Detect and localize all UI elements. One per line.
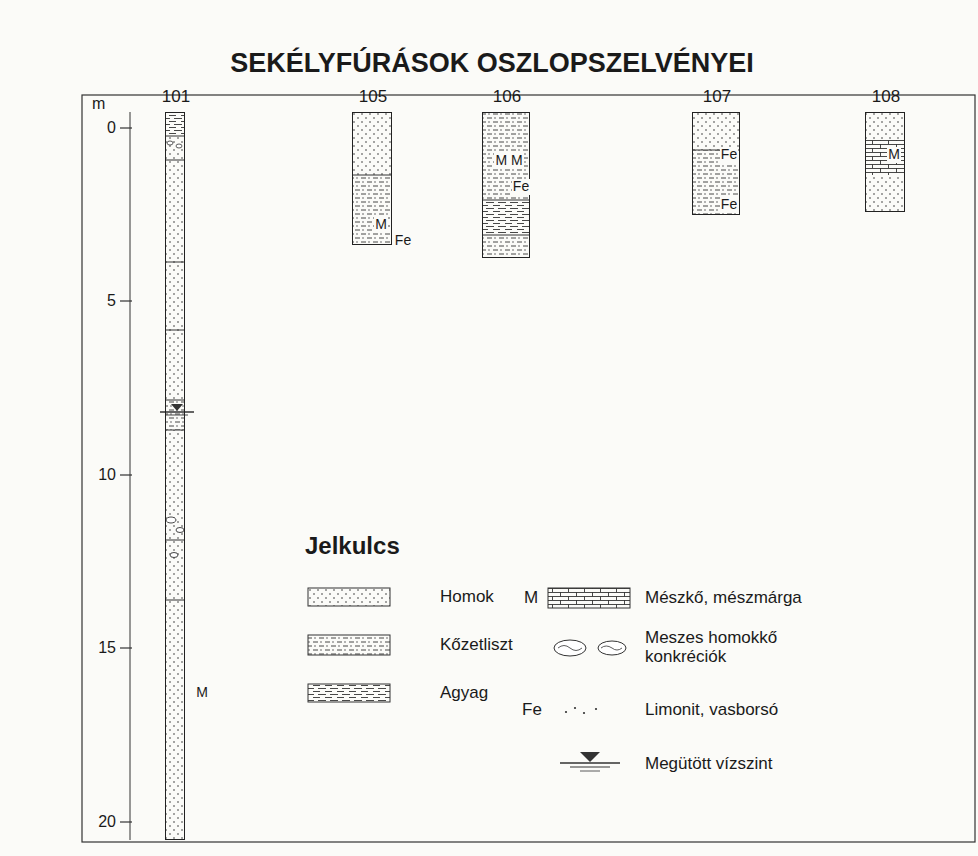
borehole-column: 105MFe — [352, 112, 392, 245]
legend-symbol: M — [524, 589, 538, 608]
borehole-number: 107 — [703, 88, 731, 107]
layer-mark: Fe — [512, 179, 530, 194]
legend-text: Homok — [440, 588, 494, 607]
layer-mark: Fe — [720, 147, 738, 162]
borehole-number: 105 — [359, 88, 387, 107]
layer-mark: M — [374, 217, 388, 232]
depth-tick: 20 — [98, 813, 116, 831]
borehole-number: 106 — [493, 88, 521, 107]
borehole-column: 106M MFe — [482, 112, 530, 258]
borehole-number: 101 — [162, 88, 190, 107]
diagram-title: SEKÉLYFÚRÁSOK OSZLOPSZELVÉNYEI — [230, 49, 754, 79]
depth-tick: 10 — [98, 466, 116, 484]
borehole-number: 108 — [872, 88, 900, 107]
legend-text: Kőzetliszt — [440, 636, 513, 655]
borehole-column: 108M — [865, 112, 905, 212]
layer-mark: Fe — [720, 197, 738, 212]
axis-unit: m — [92, 95, 105, 113]
legend-symbol: Fe — [522, 701, 542, 720]
legend-title: Jelkulcs — [305, 533, 400, 559]
legend-text: Mészkő, mészmárga — [645, 589, 802, 608]
layer-mark: M M — [494, 153, 523, 168]
borehole-column: 107FeFe — [692, 112, 740, 215]
layer-mark: Fe — [394, 233, 412, 248]
layer-mark: M — [887, 147, 901, 162]
legend-text: Meszes homokkő konkréciók — [645, 629, 795, 666]
legend-text: Megütött vízszint — [645, 755, 773, 774]
depth-tick: 0 — [107, 119, 116, 137]
depth-tick: 15 — [98, 639, 116, 657]
borehole-column: 101M — [165, 112, 185, 840]
legend-text: Limonit, vasborsó — [645, 701, 778, 720]
depth-tick: 5 — [107, 292, 116, 310]
legend-text: Agyag — [440, 684, 488, 703]
layer-mark: M — [195, 685, 209, 700]
